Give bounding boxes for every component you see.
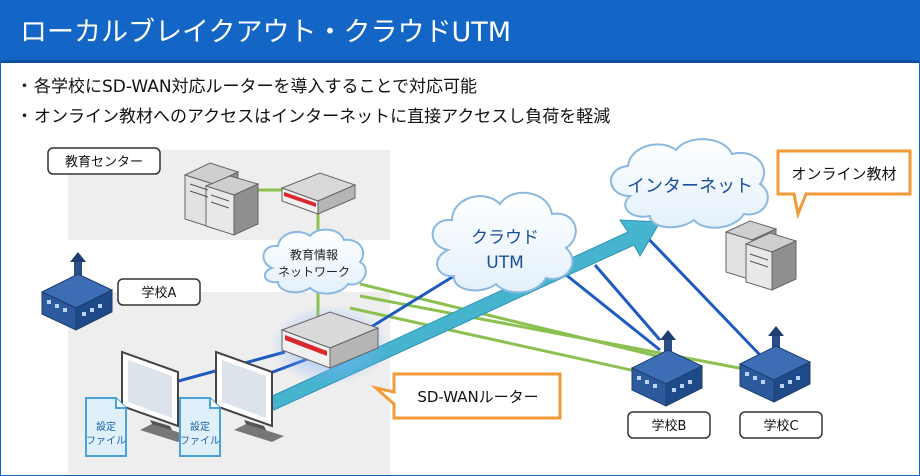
school-a-label: 学校A: [142, 285, 177, 301]
settings-file-label-line1: 設定: [190, 420, 210, 433]
school-a-building-icon: [40, 252, 114, 331]
bullet-marker: ・: [16, 107, 33, 127]
settings-file-label-line2: ファイル: [86, 436, 126, 447]
pc-monitor-icon: [215, 350, 284, 442]
school-c-building-icon: [738, 326, 812, 403]
education-network-label-line1: 教育情報: [290, 247, 338, 262]
bullet-marker: ・: [16, 77, 33, 97]
internet-cloud-icon: [610, 138, 769, 229]
page-title: ローカルブレイクアウト・クラウドUTM: [20, 17, 512, 48]
online-material-callout: [776, 149, 912, 220]
settings-file-icon: [179, 397, 221, 457]
education-network-label-line2: ネットワーク: [278, 265, 350, 279]
bullet-item: ・各学校にSD-WAN対応ルーターを導入することで対応可能: [16, 72, 610, 102]
bullet-text: オンライン教材へのアクセスはインターネットに直接アクセスし負荷を軽減: [34, 107, 611, 127]
internet-label: インターネット: [627, 176, 753, 197]
school-c-tag: [739, 411, 823, 439]
bullet-list: ・各学校にSD-WAN対応ルーターを導入することで対応可能 ・オンライン教材への…: [16, 72, 610, 132]
settings-file-label-line2: ファイル: [180, 436, 220, 447]
pc-monitor-icon: [121, 350, 190, 442]
sdwan-router-callout-text: SD-WANルーター: [417, 388, 538, 406]
header-bar: ローカルブレイクアウト・クラウドUTM: [0, 0, 920, 63]
sdwan-router-callout: [370, 372, 562, 420]
school-b-label: 学校B: [652, 418, 687, 434]
education-center-router-icon: [280, 172, 357, 215]
school-b-building-icon: [630, 330, 704, 407]
online-material-callout-text: オンライン教材: [791, 165, 896, 183]
cloud-utm-icon: [431, 191, 577, 294]
sdwan-router-icon: [270, 305, 390, 385]
bullet-text: 各学校にSD-WAN対応ルーターを導入することで対応可能: [34, 77, 478, 97]
cloud-utm-label-line2: UTM: [486, 253, 524, 273]
education-network-cloud-icon: [262, 228, 367, 295]
online-material-server-icon: [724, 220, 798, 291]
education-center-tag: [47, 147, 161, 175]
settings-file-label-line1: 設定: [96, 420, 116, 433]
bullet-item: ・オンライン教材へのアクセスはインターネットに直接アクセスし負荷を軽減: [16, 102, 610, 132]
education-center-label: 教育センター: [65, 154, 143, 170]
school-b-tag: [627, 411, 711, 439]
education-center-server-icon: [183, 162, 260, 236]
cloud-utm-label-line1: クラウド: [471, 228, 539, 248]
school-a-tag: [117, 278, 201, 306]
settings-file-icon: [85, 397, 127, 457]
school-c-label: 学校C: [763, 418, 798, 434]
